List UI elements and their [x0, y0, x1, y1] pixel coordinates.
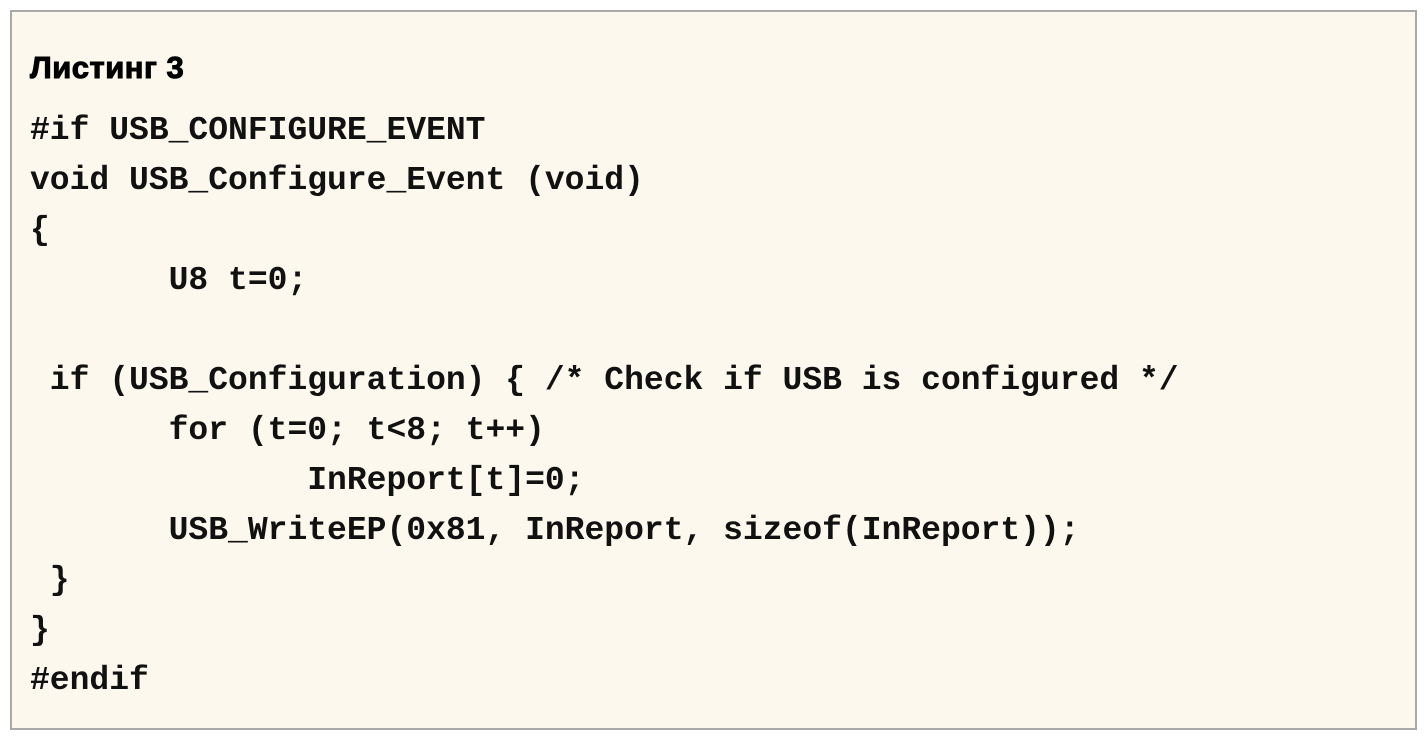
code-line: for (t=0; t<8; t++): [30, 412, 545, 449]
code-line: {: [30, 212, 50, 249]
code-line: void USB_Configure_Event (void): [30, 162, 644, 199]
code-line: InReport[t]=0;: [30, 462, 585, 499]
code-line: }: [30, 562, 70, 599]
code-line: if (USB_Configuration) { /* Check if USB…: [30, 362, 1179, 399]
code-line: [30, 306, 1179, 356]
code-line: U8 t=0;: [30, 262, 308, 299]
code-line: #if USB_CONFIGURE_EVENT: [30, 112, 486, 149]
code-line: USB_WriteEP(0x81, InReport, sizeof(InRep…: [30, 512, 1080, 549]
listing-title: Листинг 3: [29, 50, 185, 86]
code-line: }: [30, 612, 50, 649]
code-line: #endif: [30, 662, 149, 699]
